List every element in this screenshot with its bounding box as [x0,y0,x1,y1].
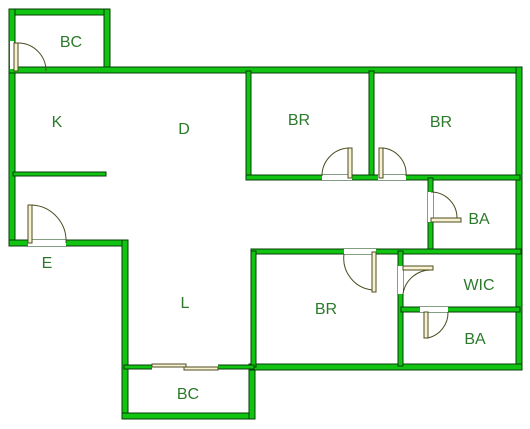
door-opening [322,175,352,180]
door-leaf [402,265,434,271]
door-leaf [347,147,353,179]
door-swing [321,147,349,177]
room-labels: BC K D BR BR BA E BR WIC BA L BC [42,34,495,403]
room-label-br-1: BR [288,112,310,129]
sliding-door [151,363,187,368]
walls [8,8,523,420]
door-opening [378,175,406,180]
door-swing [17,42,47,72]
wall [8,239,128,247]
doors [10,41,462,371]
room-label-ba-2: BA [464,331,486,348]
wall [12,171,107,177]
room-label-l: L [181,295,190,312]
door-swing [382,147,407,177]
room-label-k: K [52,114,63,131]
room-label-br-2: BR [430,114,452,131]
door-leaf [430,217,462,223]
door-opening [28,240,66,246]
door-leaf [13,42,19,72]
wall [248,363,256,420]
wall [103,8,111,72]
wall [245,70,252,181]
door-leaf [371,251,377,293]
wall [121,412,256,420]
room-label-br-3: BR [315,301,337,318]
door-leaf [423,311,429,339]
wall [8,8,110,16]
door-leaf [27,204,33,244]
room-label-e: E [42,255,53,272]
wall [400,306,521,313]
wall [250,250,257,368]
door-opening [420,307,448,312]
wall [515,66,523,370]
room-label-bc-top: BC [60,34,82,51]
sliding-door [183,366,219,371]
room-label-d: D [178,121,190,138]
room-label-wic: WIC [463,277,494,294]
door-swing [430,191,458,219]
wall [368,70,375,181]
wall [121,239,129,420]
door-opening [344,249,376,254]
wall [8,66,522,74]
door-opening [10,41,14,69]
wall [250,248,522,255]
room-label-bc-bottom: BC [177,386,199,403]
door-swing [402,269,432,295]
room-label-ba-1: BA [468,211,490,228]
door-leaf [378,147,384,179]
door-swing [427,311,449,339]
door-opening [428,192,433,222]
door-swing [343,253,373,291]
door-opening [398,266,403,294]
door-swing [31,204,67,244]
wall [248,363,523,371]
